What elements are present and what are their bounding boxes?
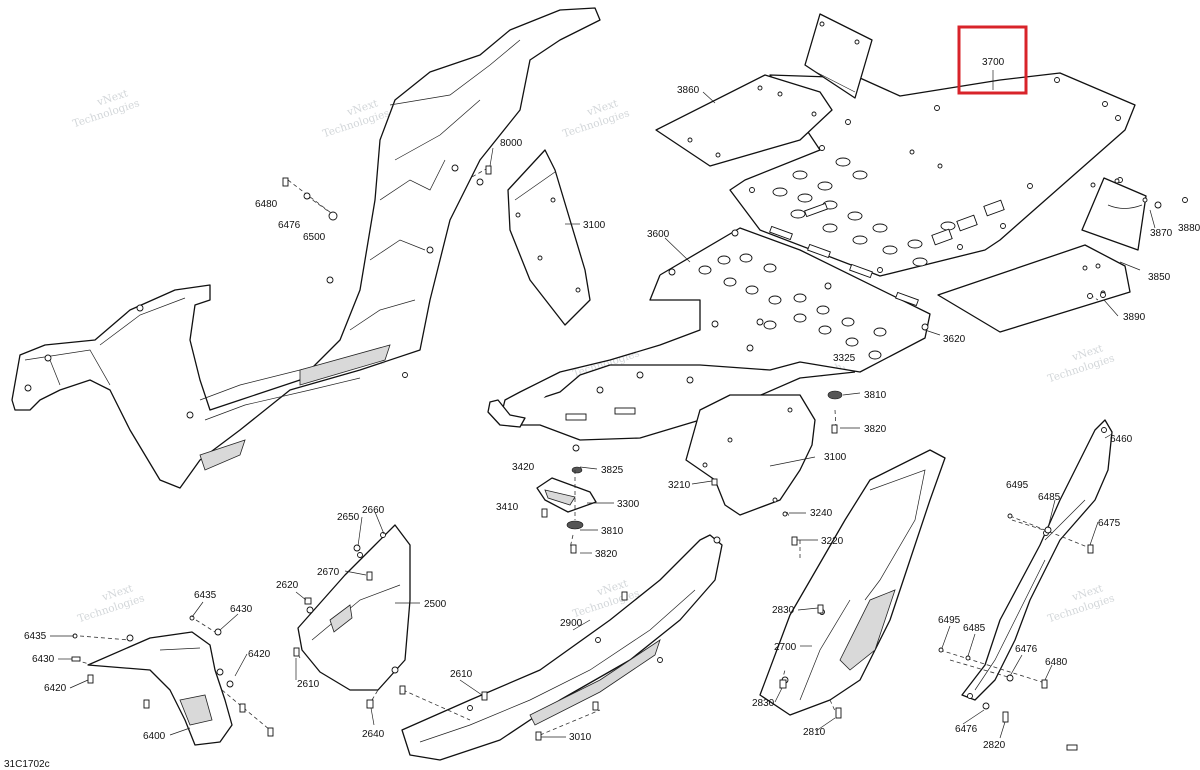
label-3620: 3620 — [943, 334, 966, 345]
part-2900-rocker — [401, 534, 723, 761]
part-3100-upper-panel — [507, 149, 591, 326]
label-2620: 2620 — [276, 580, 299, 591]
label-3880: 3880 — [1178, 223, 1200, 234]
label-2700: 2700 — [774, 642, 797, 653]
part-3860-panel — [655, 13, 873, 167]
label-6476: 6476 — [1015, 644, 1038, 655]
label-2610: 2610 — [450, 669, 473, 680]
label-2500: 2500 — [424, 599, 447, 610]
label-3100: 3100 — [583, 220, 606, 231]
label-6476: 6476 — [955, 724, 978, 735]
part-6400-fender — [87, 631, 234, 746]
part-3300-bracket — [536, 390, 843, 530]
label-3220: 3220 — [821, 536, 844, 547]
label-6495: 6495 — [938, 615, 961, 626]
part-3100-lower-panel — [685, 394, 816, 516]
label-3210: 3210 — [668, 480, 691, 491]
label-6435: 6435 — [24, 631, 47, 642]
label-6495: 6495 — [1006, 480, 1029, 491]
label-3100: 3100 — [824, 452, 847, 463]
leader-lines — [50, 70, 1156, 739]
part-labels: 3700 3860 8000 3100 6480 6476 6500 3600 … — [4, 57, 1200, 770]
label-3240: 3240 — [810, 508, 833, 519]
label-2660: 2660 — [362, 505, 385, 516]
part-2500-panel — [297, 524, 411, 691]
label-6485: 6485 — [963, 623, 986, 634]
label-2610: 2610 — [297, 679, 320, 690]
label-6480: 6480 — [255, 199, 278, 210]
label-2650: 2650 — [337, 512, 360, 523]
diagram-code: 31C1702c — [4, 759, 50, 770]
label-3325: 3325 — [833, 353, 856, 364]
label-6430: 6430 — [32, 654, 55, 665]
label-3600: 3600 — [647, 229, 670, 240]
label-2830: 2830 — [772, 605, 795, 616]
label-3810: 3810 — [601, 526, 624, 537]
label-3420: 3420 — [512, 462, 535, 473]
label-3410: 3410 — [496, 502, 519, 513]
label-6400: 6400 — [143, 731, 166, 742]
label-2670: 2670 — [317, 567, 340, 578]
label-6435: 6435 — [194, 590, 217, 601]
label-6430: 6430 — [230, 604, 253, 615]
label-2900: 2900 — [560, 618, 583, 629]
label-3700: 3700 — [982, 57, 1005, 68]
label-6420: 6420 — [44, 683, 67, 694]
label-3820: 3820 — [595, 549, 618, 560]
part-3850-panel — [937, 177, 1188, 333]
label-6475: 6475 — [1098, 518, 1121, 529]
label-3870: 3870 — [1150, 228, 1173, 239]
part-6460-trim — [961, 419, 1113, 701]
label-6485: 6485 — [1038, 492, 1061, 503]
label-3850: 3850 — [1148, 272, 1171, 283]
label-3820: 3820 — [864, 424, 887, 435]
label-2810: 2810 — [803, 727, 826, 738]
part-3600-floor-panel — [487, 225, 931, 452]
label-8000: 8000 — [500, 138, 523, 149]
part-2700-side-panel — [759, 449, 946, 716]
label-6500: 6500 — [303, 232, 326, 243]
label-3810: 3810 — [864, 390, 887, 401]
label-6460: 6460 — [1110, 434, 1133, 445]
label-2640: 2640 — [362, 729, 385, 740]
label-3825: 3825 — [601, 465, 624, 476]
label-3300: 3300 — [617, 499, 640, 510]
label-6480: 6480 — [1045, 657, 1068, 668]
highlight-box-3700 — [957, 25, 1028, 95]
label-3010: 3010 — [569, 732, 592, 743]
label-6420: 6420 — [248, 649, 271, 660]
label-2820: 2820 — [983, 740, 1006, 751]
label-3890: 3890 — [1123, 312, 1146, 323]
part-3700-floor-panel — [729, 72, 1136, 277]
label-2830: 2830 — [752, 698, 775, 709]
label-6476: 6476 — [278, 220, 301, 231]
label-3860: 3860 — [677, 85, 700, 96]
part-frame-left — [11, 7, 601, 489]
